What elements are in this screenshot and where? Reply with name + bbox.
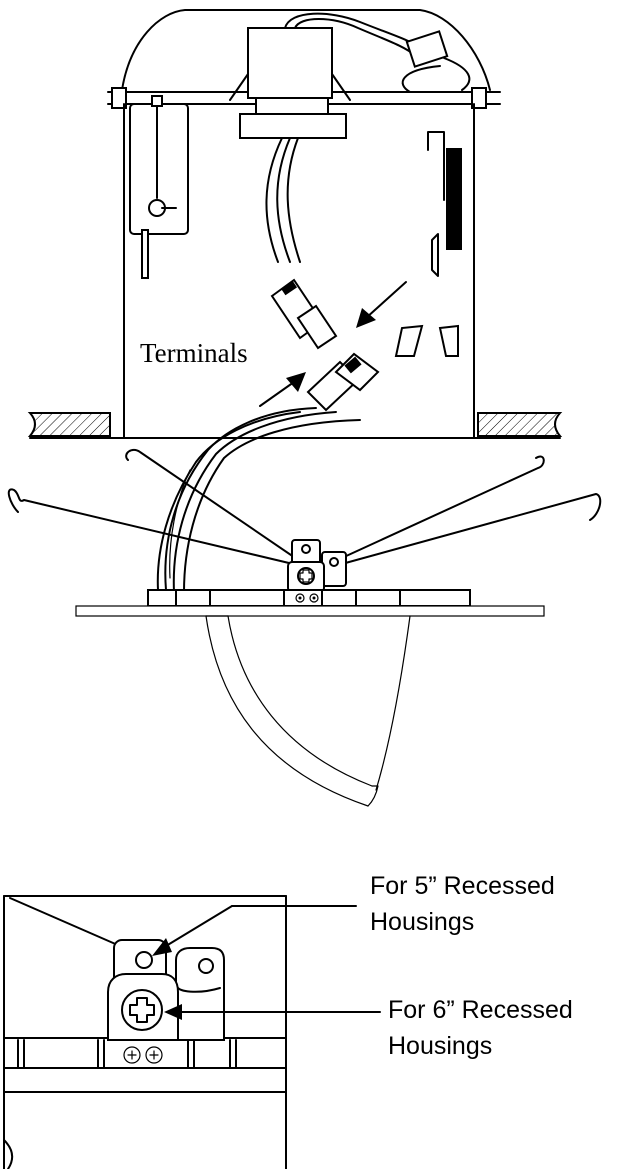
right-strip xyxy=(446,148,462,250)
lower-terminal xyxy=(306,352,380,412)
thermal-bracket xyxy=(129,95,189,279)
wall-tabs xyxy=(394,324,459,357)
top-connector xyxy=(405,30,449,68)
ceiling-left xyxy=(27,412,111,437)
screw-6in-cross xyxy=(129,997,155,1023)
spring-lower-left xyxy=(7,488,311,569)
arrow-up-right xyxy=(259,381,295,407)
trim-ring xyxy=(75,589,545,617)
terminals-label: Terminals xyxy=(140,338,248,368)
upper-terminal xyxy=(270,278,338,350)
spring-lower-right xyxy=(319,493,602,571)
housing-dome xyxy=(121,9,491,91)
trim-flange xyxy=(75,605,545,617)
lamp-socket xyxy=(229,27,351,139)
detail-view xyxy=(3,895,381,1169)
arrow-down-left xyxy=(365,281,407,319)
right-clip xyxy=(427,131,462,277)
callout-5in-text-line2: Housings xyxy=(370,908,474,936)
callout-6in-text-line2: Housings xyxy=(388,1032,492,1060)
ceiling-right xyxy=(477,412,563,437)
spring-upper-right xyxy=(319,455,545,569)
socket-cable xyxy=(265,137,301,263)
callout-5in-text-line1: For 5” Recessed xyxy=(370,872,555,900)
top-wires xyxy=(284,12,471,93)
spring-bracket-top xyxy=(287,539,347,593)
screw-top xyxy=(299,569,313,583)
screw-6in xyxy=(121,989,163,1031)
wire-bundle xyxy=(156,407,361,593)
ceiling xyxy=(27,412,563,437)
terminal-arrows xyxy=(259,281,407,407)
hole-5in xyxy=(135,951,153,969)
callout-6in-text-line1: For 6” Recessed xyxy=(388,996,573,1024)
reflector xyxy=(205,615,411,807)
spring-upper-left xyxy=(125,448,311,569)
torsion-springs xyxy=(7,448,602,571)
